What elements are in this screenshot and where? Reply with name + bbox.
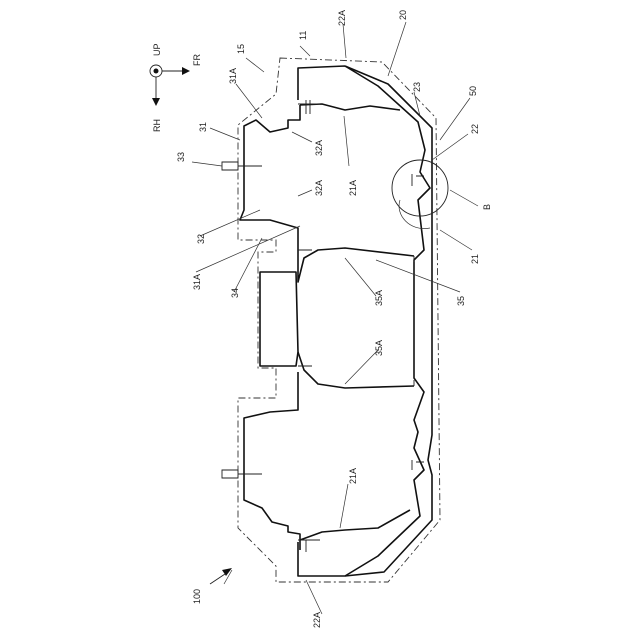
ref-50: 50 [468, 86, 478, 96]
ref-32A-1: 32A [314, 140, 324, 156]
ref-32: 32 [196, 234, 206, 244]
detail-circle-b-lead-arc [399, 200, 430, 229]
ref-31A-mid: 31A [192, 274, 202, 290]
fastener-ticks [298, 100, 424, 552]
ref-B: B [482, 204, 492, 210]
label-rh: RH [152, 119, 162, 132]
floor-panel-outer [345, 66, 432, 576]
label-up: UP [152, 43, 162, 56]
ref-22A-top: 22A [337, 10, 347, 26]
rh-arrowhead [152, 98, 160, 106]
ref-21: 21 [470, 254, 480, 264]
up-symbol-dot [154, 69, 159, 74]
bolt-top [222, 162, 262, 170]
middle-section-lower [298, 352, 414, 388]
label-fr: FR [192, 54, 202, 66]
ref-22: 22 [470, 124, 480, 134]
ref-31A-top: 31A [228, 68, 238, 84]
ref-32A-2: 32A [314, 180, 324, 196]
upper-member-top-bracket [300, 104, 400, 110]
outer-dash-outline [238, 58, 440, 582]
ref-22A-bot: 22A [312, 612, 322, 628]
ref-11: 11 [298, 31, 308, 40]
ref-35: 35 [456, 296, 466, 306]
upper-member-top [240, 105, 414, 282]
ref-23: 23 [412, 82, 422, 92]
fr-arrowhead [182, 67, 190, 75]
middle-section [260, 272, 298, 366]
ref-34: 34 [230, 288, 240, 298]
ref-100: 100 [192, 589, 202, 604]
ref-33: 33 [176, 152, 186, 162]
ref-21A-1: 21A [348, 180, 358, 196]
upper-member-bottom [244, 372, 300, 550]
upper-member-bottom-bracket [300, 510, 410, 540]
ref-15: 15 [236, 44, 246, 54]
bolt-bottom [222, 470, 262, 478]
ref-20: 20 [398, 10, 408, 20]
ref-21A-2: 21A [348, 468, 358, 484]
ref-35A-1: 35A [374, 290, 384, 306]
ref-35A-2: 35A [374, 340, 384, 356]
ref-31: 31 [198, 122, 208, 132]
